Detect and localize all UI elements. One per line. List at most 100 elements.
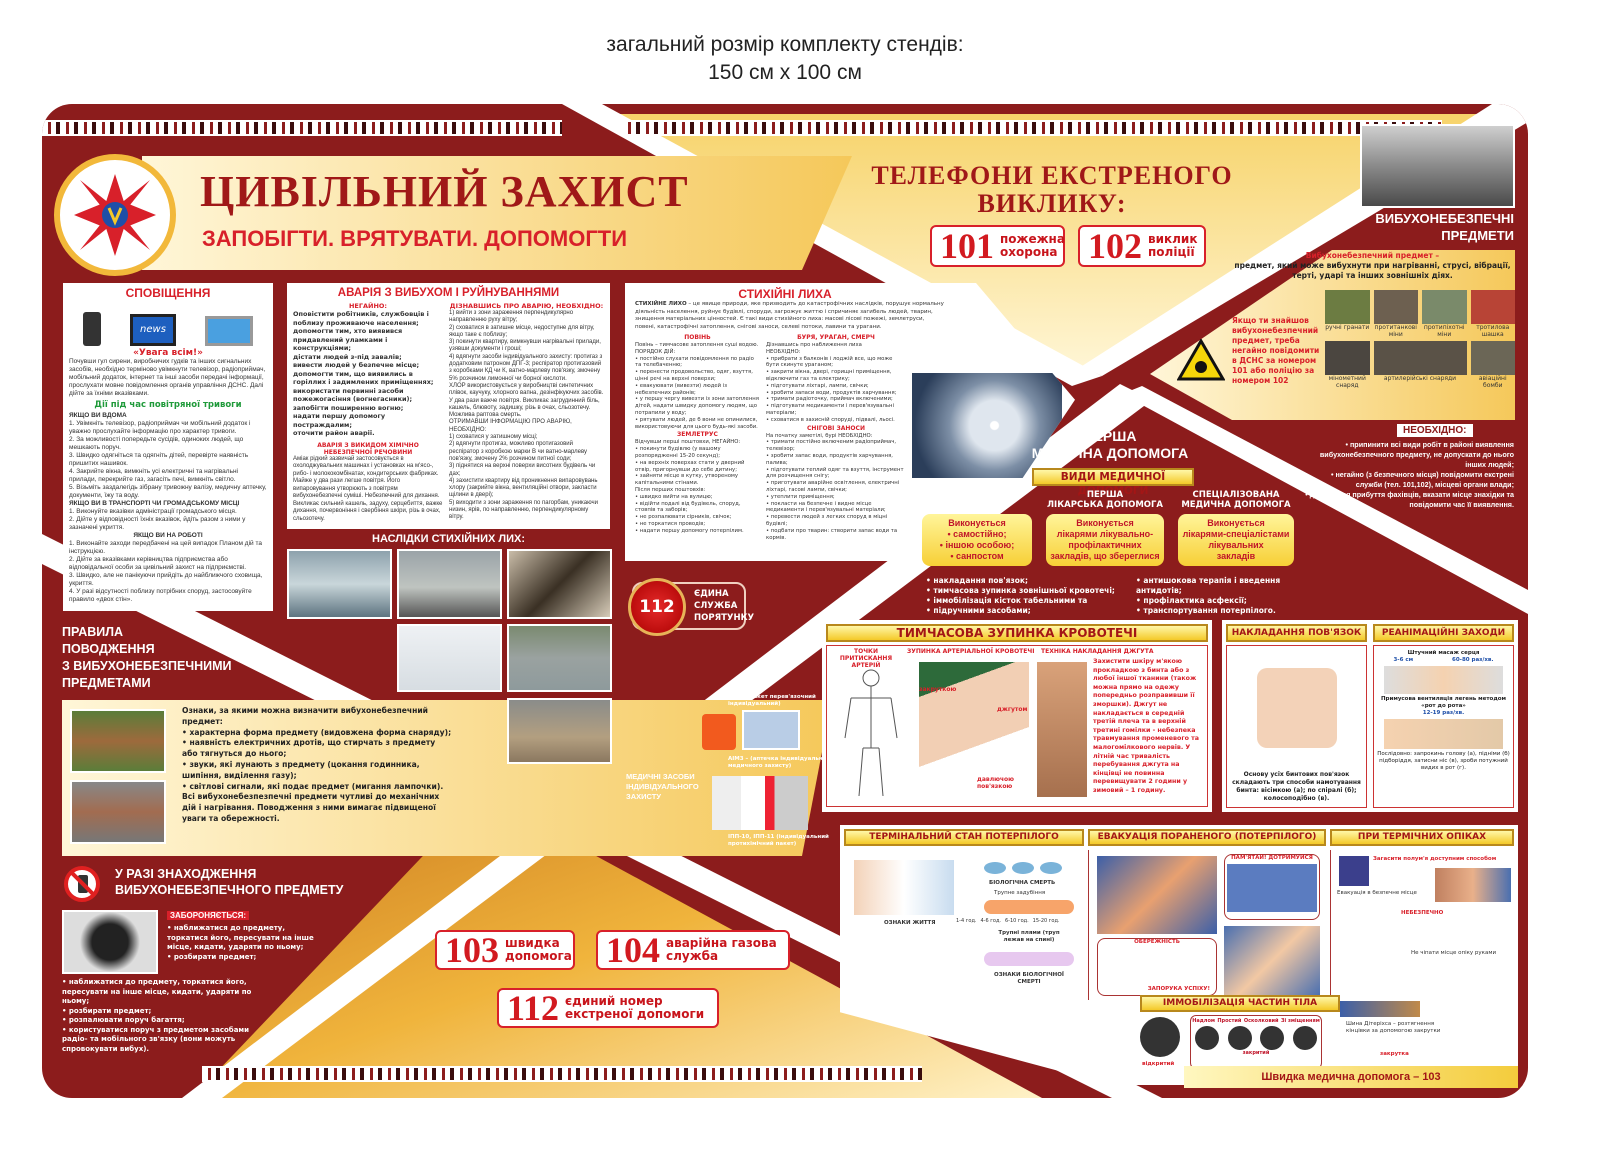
specialized-list: • антишокова терапія і введення антидоті… xyxy=(1136,576,1281,615)
reanimation-section: РЕАНІМАЦІЙНІ ЗАХОДИ Штучний масаж серця … xyxy=(1373,624,1514,808)
life-signs-label: ОЗНАКИ ЖИТТЯ xyxy=(884,920,936,926)
reanimation-text: Послідовно: запрокинь голову (а), піднім… xyxy=(1377,751,1510,771)
storm-street-photo xyxy=(397,549,502,619)
individual-kit-image xyxy=(712,776,808,830)
learned-heading: ДІЗНАВШИСЬ ПРО АВАРІЮ, НЕОБХІДНО: xyxy=(449,302,604,310)
disasters-title: СТИХІЙНІ ЛИХА xyxy=(738,287,832,301)
phone-number: 112 xyxy=(507,988,560,1028)
chemical-text: Аміак рідкий зазвичай застосовується в о… xyxy=(293,455,443,522)
bandage-title: НАКЛАДАННЯ ПОВ'ЯЗОК xyxy=(1226,624,1367,642)
top-left-ornament xyxy=(42,120,562,136)
storm-heading: БУРЯ, УРАГАН, СМЕРЧ xyxy=(797,334,875,341)
tourniquet-text: Захистити шкіру м'якою прокладкою з бинт… xyxy=(1093,658,1200,794)
bandage-illustration xyxy=(1257,668,1337,748)
label-twist: закруткою xyxy=(919,686,957,693)
burns-title: ПРИ ТЕРМІЧНИХ ОПІКАХ xyxy=(1330,829,1514,846)
earthquake-text: Відчувши перші поштовхи, НЕГАЙНО:• покин… xyxy=(635,439,745,534)
necessary-heading: НЕОБХІДНО: xyxy=(1397,424,1473,437)
bleeding-title: ТИМЧАСОВА ЗУПИНКА КРОВОТЕЧІ xyxy=(826,624,1208,642)
evacuation-drag-illustration xyxy=(1224,926,1320,996)
explosive-item: ручні гранати xyxy=(1325,290,1370,338)
kit-aim3-label: АІМ3 – (аптечка індивідуальна медичного … xyxy=(728,756,827,769)
body-diagram-icon xyxy=(844,669,898,797)
consequences-title: НАСЛІДКИ СТИХІЙНИХ ЛИХ: xyxy=(372,533,526,545)
bandage-text: Основу усіх бинтових пов'язок складають … xyxy=(1232,771,1361,802)
first-aid-procedures-panel: ТЕРМІНАЛЬНИЙ СТАН ПОТЕРПІЛОГО ЕВАКУАЦІЯ … xyxy=(840,825,1518,1085)
terminal-state-title: ТЕРМІНАЛЬНИЙ СТАН ПОТЕРПІЛОГО xyxy=(844,829,1084,846)
accident-title: АВАРІЯ З ВИБУХОМ І РУЙНУВАННЯМИ xyxy=(337,287,560,299)
notification-panel: СПОВІЩЕННЯ news «Увага всім!» Почувши гу… xyxy=(63,283,273,611)
open-fracture-label: відкритий xyxy=(1142,1061,1175,1067)
forbidden-heading: ЗАБОРОНЯЄТЬСЯ: xyxy=(167,911,250,920)
explosion-photo xyxy=(62,910,158,974)
bandage-section: НАКЛАДАННЯ ПОВ'ЯЗОК Основу усіх бинтових… xyxy=(1226,624,1367,808)
phone-number: 103 xyxy=(445,930,499,970)
twist-label: закрутка xyxy=(1380,1051,1409,1057)
disasters-intro: – це явище природи, яке призводить до ка… xyxy=(635,301,944,330)
kit-pp1-label: ПП1 - (пакет перев'язочний індивідуальни… xyxy=(728,694,816,707)
explosive-item: мінометний снаряд xyxy=(1325,341,1370,389)
immediately-heading: НЕГАЙНО: xyxy=(348,302,388,310)
disaster-term: СТИХІЙНЕ ЛИХО xyxy=(635,301,687,307)
laptop-icon xyxy=(204,316,253,346)
explosion-debris-photo xyxy=(1360,124,1515,208)
caption-line-1: загальний розмір комплекту стендів: xyxy=(606,33,964,56)
forbidden-list-top: • наближатися до предмету, торкатися йог… xyxy=(167,924,314,961)
tourniquet-technique-heading: ТЕХНІКА НАКЛАДАННЯ ДЖГУТА xyxy=(1041,648,1154,655)
burn-note-danger: НЕБЕЗПЕЧНО xyxy=(1401,910,1444,916)
right-white-stripe xyxy=(1122,386,1528,614)
burn-note-evacuate: Евакуація в безпечне місце xyxy=(1337,890,1417,896)
notification-intro: Почувши гул сирени, виробничих гудків та… xyxy=(69,358,266,397)
explosive-item: тротилова шашка xyxy=(1470,290,1515,338)
snow-heading: СНІГОВІ ЗАНОСИ xyxy=(807,424,865,432)
evacuation-safe-icon xyxy=(1339,856,1369,886)
devices-illustration: news xyxy=(69,302,267,346)
tv-icon: news xyxy=(129,314,176,346)
livor-label: Трупні плями (труп лежав на спині) xyxy=(998,930,1060,943)
flood-wave-photo xyxy=(287,549,392,619)
explosive-item: авіаційні бомби xyxy=(1470,341,1515,389)
attention-heading: «Увага всім!» xyxy=(133,348,203,358)
civil-defense-poster: ЦИВІЛЬНИЙ ЗАХИСТ ЗАПОБІГТИ. ВРЯТУВАТИ. Д… xyxy=(42,104,1528,1098)
label-pressure-bandage: давлючою пов'язкою xyxy=(977,776,1014,790)
arterial-heading: ЗУПИНКА АРТЕРІАЛЬНОЇ КРОВОТЕЧІ xyxy=(907,648,1035,655)
livor-body-icon xyxy=(984,952,1074,966)
rigor-body-icon xyxy=(984,900,1074,914)
bandage-reanimation-panel: НАКЛАДАННЯ ПОВ'ЯЗОК Основу усіх бинтових… xyxy=(1222,620,1518,812)
bio-death-label: БІОЛОГІЧНА СМЕРТЬ xyxy=(989,880,1056,886)
caption-line-2: 150 см х 100 см xyxy=(708,61,862,84)
burns-section: Загасити полум'я доступним способом Евак… xyxy=(1330,850,1514,1000)
explosive-hazard-icon xyxy=(1177,339,1225,381)
depth-label: 3-6 см xyxy=(1393,657,1414,663)
explosive-item: протитанкові міни xyxy=(1373,290,1418,338)
burn-note-no-touch: Не чіпати місце опіку руками xyxy=(1411,950,1497,956)
splint-label: Шина Дітеріхса – розтягнення кінцівки за… xyxy=(1346,1021,1441,1034)
work-steps: 1. Виконайте заходи передбачені на цей в… xyxy=(69,540,263,603)
immediately-list: Оповістити робітників, службовців і побл… xyxy=(293,310,434,437)
work-heading: ЯКЩО ВИ НА РОБОТІ xyxy=(133,532,203,539)
immobilization-title: ІММОБІЛІЗАЦІЯ ЧАСТИН ТІЛА xyxy=(1140,995,1340,1012)
emergency-title-line2: ВИКЛИКУ: xyxy=(977,189,1127,218)
bomb-photo xyxy=(70,780,166,844)
chemical-heading: АВАРІЯ З ВИКИДОМ ХІМІЧНО НЕБЕЗПЕЧНОЇ РЕЧ… xyxy=(317,441,419,456)
medical-types-bar: ВИДИ МЕДИЧНОЇ ДОПОМОГИ xyxy=(1032,468,1194,497)
dressing-package-image xyxy=(742,710,800,750)
label-tourniquet: джгутом xyxy=(997,706,1028,713)
burns-illustration xyxy=(1435,868,1511,902)
phone-number: 102 xyxy=(1088,226,1142,266)
bottom-ornament xyxy=(202,1066,922,1082)
necessary-list: • припинити всі види робіт в районі вияв… xyxy=(1305,440,1514,509)
remember-box: ПАМ'ЯТАЙ! ДОТРИМУЙСЯ xyxy=(1224,854,1320,920)
phone-number: 101 xyxy=(940,226,994,266)
